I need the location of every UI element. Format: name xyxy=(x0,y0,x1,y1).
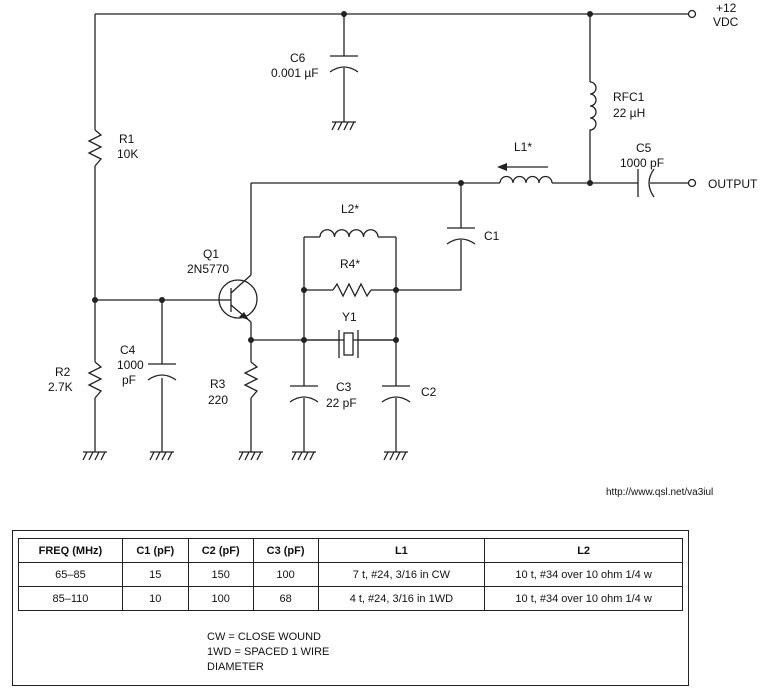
c2-ref: C2 xyxy=(421,385,437,399)
q1-transistor xyxy=(218,274,258,323)
r1-value: 10K xyxy=(117,147,138,161)
r2-value: 2.7K xyxy=(48,380,73,394)
l1-ref: L1* xyxy=(514,140,532,154)
table-cell: 100 xyxy=(252,562,319,587)
c4-capacitor xyxy=(147,363,177,381)
r3-resistor xyxy=(243,361,259,399)
l2-inductor xyxy=(319,229,379,238)
r4-resistor xyxy=(332,282,372,298)
table-cell: 100 xyxy=(187,586,254,611)
supply-label: VDC xyxy=(713,15,739,29)
table-cell: 150 xyxy=(187,562,254,587)
table-cell: 15 xyxy=(121,562,189,587)
note-line: DIAMETER xyxy=(207,661,264,673)
l1-inductor xyxy=(499,175,553,184)
wires xyxy=(94,13,689,452)
c5-ref: C5 xyxy=(636,141,652,155)
q1-value: 2N5770 xyxy=(187,262,229,276)
c4-value: 1000 xyxy=(117,358,144,372)
rfc1-value: 22 µH xyxy=(613,106,645,120)
ground-symbol xyxy=(82,451,107,461)
c6-ref: C6 xyxy=(290,51,306,65)
rfc1-ref: RFC1 xyxy=(613,90,645,104)
c4-value: pF xyxy=(122,373,136,387)
ground-symbol xyxy=(291,451,316,461)
c4-ref: C4 xyxy=(120,343,136,357)
source-url: http://www.qsl.net/va3iul xyxy=(606,487,714,498)
rfc1-inductor xyxy=(589,81,597,132)
l2-ref: L2* xyxy=(341,202,359,216)
c3-ref: C3 xyxy=(336,380,352,394)
table-cell: 7 t, #24, 3/16 in CW xyxy=(317,562,486,587)
junctions xyxy=(92,11,593,343)
column-header: L1 xyxy=(317,538,486,563)
c5-value: 1000 pF xyxy=(620,156,664,170)
c6-value: 0.001 µF xyxy=(271,66,319,80)
c5-capacitor xyxy=(637,168,655,198)
column-header: C3 (pF) xyxy=(252,538,319,563)
parts-table-panel: FREQ (MHz) C1 (pF) C2 (pF) C3 (pF) L1 L2… xyxy=(12,530,689,686)
oscillator-schematic: +12 VDC OUTPUT C6 0.001 µF RFC1 22 µH R1… xyxy=(48,1,758,461)
supply-label: +12 xyxy=(716,1,737,15)
table-cell: 10 t, #34 over 10 ohm 1/4 w xyxy=(484,562,683,587)
output-label: OUTPUT xyxy=(708,177,758,191)
y1-ref: Y1 xyxy=(342,310,357,324)
column-header: FREQ (MHz) xyxy=(18,538,123,563)
c1-capacitor xyxy=(446,227,476,245)
r2-resistor xyxy=(87,361,103,399)
c3-value: 22 pF xyxy=(326,396,357,410)
c6-capacitor xyxy=(329,55,359,73)
column-header: C1 (pF) xyxy=(121,538,189,563)
ground-symbol xyxy=(331,121,356,131)
r2-ref: R2 xyxy=(55,365,71,379)
parts-table: FREQ (MHz) C1 (pF) C2 (pF) C3 (pF) L1 L2… xyxy=(18,538,683,611)
ground-symbol xyxy=(383,451,408,461)
c3-capacitor xyxy=(289,385,319,403)
ground-symbol xyxy=(238,451,263,461)
supply-terminal xyxy=(687,9,697,19)
table-cell: 4 t, #24, 3/16 in 1WD xyxy=(317,586,486,611)
r1-resistor xyxy=(87,129,103,167)
ground-symbol xyxy=(149,451,174,461)
note-line: 1WD = SPACED 1 WIRE xyxy=(207,646,330,658)
table-cell: 10 xyxy=(121,586,189,611)
q1-ref: Q1 xyxy=(203,247,219,261)
table-header-row: FREQ (MHz) C1 (pF) C2 (pF) C3 (pF) L1 L2 xyxy=(18,538,683,563)
c1-ref: C1 xyxy=(484,229,500,243)
table-row: 65–85 15 150 100 7 t, #24, 3/16 in CW 10… xyxy=(18,562,683,587)
column-header: L2 xyxy=(484,538,683,563)
r3-ref: R3 xyxy=(210,377,226,391)
table-cell: 65–85 xyxy=(18,562,123,587)
y1-crystal xyxy=(304,330,396,358)
table-cell: 85–110 xyxy=(18,586,123,611)
note-line: CW = CLOSE WOUND xyxy=(207,631,321,643)
table-row: 85–110 10 100 68 4 t, #24, 3/16 in 1WD 1… xyxy=(18,586,683,611)
table-notes: CW = CLOSE WOUND 1WD = SPACED 1 WIRE DIA… xyxy=(207,630,329,675)
table-cell: 68 xyxy=(252,586,319,611)
r1-ref: R1 xyxy=(119,132,135,146)
c2-capacitor xyxy=(381,385,411,403)
table-cell: 10 t, #34 over 10 ohm 1/4 w xyxy=(484,586,683,611)
column-header: C2 (pF) xyxy=(187,538,254,563)
r3-value: 220 xyxy=(208,393,228,407)
r4-ref: R4* xyxy=(340,257,360,271)
output-terminal xyxy=(687,178,697,188)
l1-adjust-arrow xyxy=(497,163,548,171)
